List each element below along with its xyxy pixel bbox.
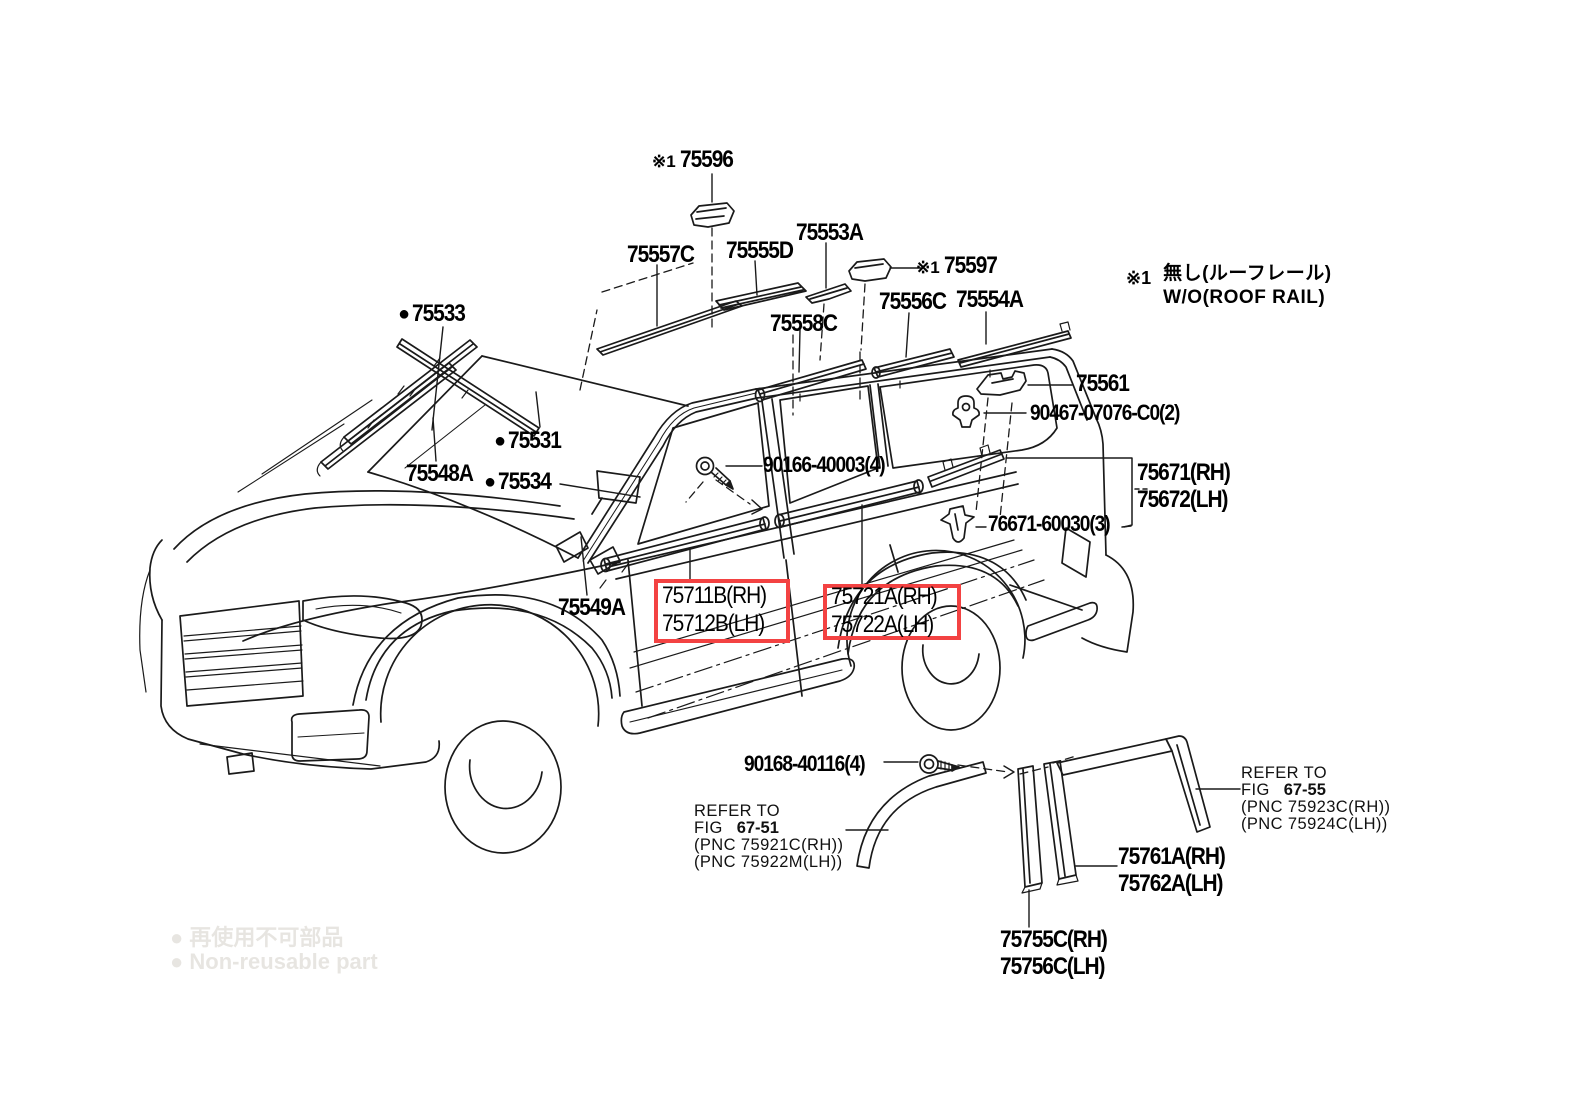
highlighted-part-75711B-75712B[interactable]: 75711B(RH) 75712B(LH) xyxy=(654,579,790,643)
vehicle-line-art xyxy=(139,348,1135,854)
note-marker: ※1 xyxy=(1126,268,1152,288)
lower-exploded-parts xyxy=(856,735,1211,894)
part-label-75671-75672: 75671(RH) 75672(LH) xyxy=(1137,459,1231,513)
dashed-line-arrowheads xyxy=(751,499,1015,779)
leader-lines xyxy=(431,173,1241,928)
part-label-75561: 75561 xyxy=(1076,370,1130,397)
construction-dashed-lines xyxy=(579,227,1077,775)
legend-japanese: 無し(ルーフレール) xyxy=(1163,263,1332,284)
part-label-90166-40003: 90166-40003(4) xyxy=(763,452,886,477)
watermark-non-reusable: ● 再使用不可部品 ● Non-reusable part xyxy=(170,925,378,974)
part-label-75558C: 75558C xyxy=(770,310,838,337)
non-reusable-dot-icon: ● xyxy=(398,303,411,325)
part-label-75534: ●75534 xyxy=(484,468,552,495)
part-label-75761A-75762A: 75761A(RH) 75762A(LH) xyxy=(1118,843,1226,897)
note-marker: ※1 xyxy=(652,152,676,171)
clip-icon-76671 xyxy=(940,505,975,543)
non-reusable-dot-icon: ● xyxy=(484,471,497,493)
part-label-75548A: 75548A xyxy=(406,460,474,487)
part-label-75531: ●75531 xyxy=(494,427,562,454)
exploded-part-icons xyxy=(316,202,1072,573)
fastener-icons xyxy=(695,370,1027,774)
part-label-75556C: 75556C xyxy=(879,288,947,315)
roof-rail-legend: ※1 無し(ルーフレール) W/O(ROOF RAIL) xyxy=(1126,262,1332,310)
part-label-75555D: 75555D xyxy=(726,237,794,264)
non-reusable-dot-icon: ● xyxy=(494,430,507,452)
part-label-75755C-75756C: 75755C(RH) 75756C(LH) xyxy=(1000,926,1108,980)
part-label-75553A: 75553A xyxy=(796,219,864,246)
part-label-76671-60030: 76671-60030(3) xyxy=(988,511,1111,536)
legend-english: W/O(ROOF RAIL) xyxy=(1163,287,1326,308)
part-label-90467-07076: 90467-07076-C0(2) xyxy=(1030,400,1180,425)
part-group-bracket xyxy=(1005,457,1148,528)
screw-icon-90166 xyxy=(695,456,734,490)
part-label-75549A: 75549A xyxy=(558,594,626,621)
note-marker: ※1 xyxy=(916,258,940,277)
part-label-75554A: 75554A xyxy=(956,286,1024,313)
part-label-90168-40116: 90168-40116(4) xyxy=(744,751,866,776)
part-label-75533: ●75533 xyxy=(398,300,466,327)
clip-icon-75561 xyxy=(976,370,1027,396)
part-label-75557C: 75557C xyxy=(627,241,695,268)
grommet-icon-90467 xyxy=(952,395,980,428)
highlighted-part-75721A-75722A[interactable]: 75721A(RH) 75722A(LH) xyxy=(823,584,961,640)
